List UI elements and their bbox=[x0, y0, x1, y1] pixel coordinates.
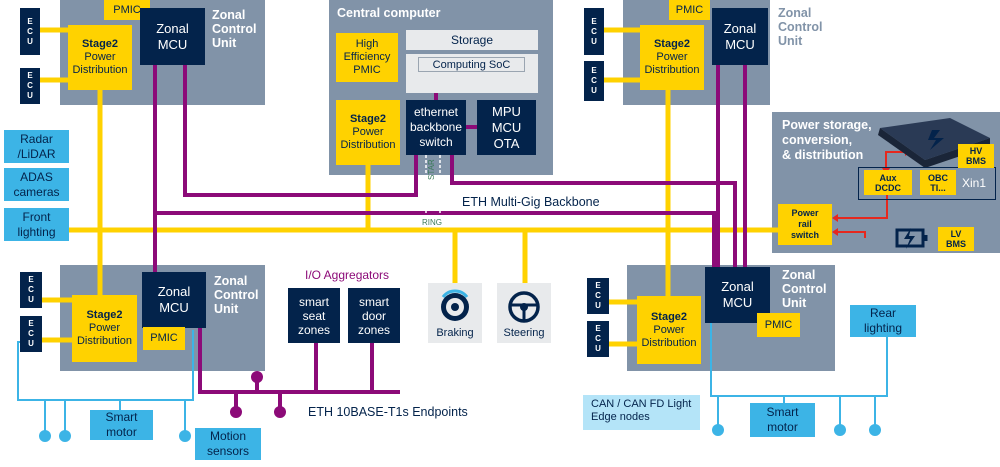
pmic-bottom-right: PMIC bbox=[757, 313, 800, 337]
adas-cameras: ADAS cameras bbox=[4, 168, 69, 201]
steering: Steering bbox=[497, 283, 551, 343]
stage2-sub: Power Distribution bbox=[340, 126, 396, 151]
ecu-letter: C bbox=[27, 81, 33, 90]
ecu-letter: E bbox=[27, 71, 33, 80]
stage2-sub: Power Distribution bbox=[72, 51, 128, 76]
ecu-letter: U bbox=[595, 301, 601, 310]
ecu-letter: U bbox=[28, 339, 34, 348]
ecu-letter: U bbox=[595, 344, 601, 353]
ecu-letter: U bbox=[591, 36, 597, 46]
brake-disc-icon bbox=[441, 289, 469, 321]
stage2-sub: Power Distribution bbox=[644, 51, 700, 76]
pmic-top-left: PMIC bbox=[104, 0, 150, 20]
ecu-letter: E bbox=[591, 16, 597, 26]
steering-label: Steering bbox=[503, 327, 545, 339]
computing-soc: Computing SoC bbox=[418, 57, 525, 72]
eth-endpoint-dots bbox=[230, 371, 286, 418]
smart-motor-right: Smart motor bbox=[750, 403, 815, 437]
zonal-mcu-top-right: Zonal MCU bbox=[712, 8, 768, 65]
ecu-letter: C bbox=[28, 285, 34, 294]
eth-backbone-label: ETH Multi-Gig Backbone bbox=[462, 195, 600, 209]
zcu-title-bottom-left: Zonal Control Unit bbox=[214, 274, 259, 316]
stage2-title: Stage2 bbox=[81, 38, 119, 50]
zcu-title-top-left: Zonal Control Unit bbox=[212, 8, 257, 50]
rear-lighting: Rear lighting bbox=[850, 305, 916, 337]
motion-sensors: Motion sensors bbox=[195, 428, 261, 460]
ecu-letter: E bbox=[591, 66, 597, 75]
xin1-group bbox=[858, 167, 996, 200]
ethernet-backbone-switch: ethernet backbone switch bbox=[406, 100, 466, 155]
can-node-dots bbox=[39, 424, 881, 442]
ring-label: RING bbox=[422, 218, 442, 227]
ecu-letter: C bbox=[591, 26, 597, 36]
power-rail-switch: Power rail switch bbox=[778, 204, 832, 245]
smart-door-zones: smart door zones bbox=[348, 288, 400, 343]
pmic-top-right: PMIC bbox=[669, 0, 710, 20]
smart-seat-zones: smart seat zones bbox=[288, 288, 340, 343]
ecu-letter: C bbox=[595, 291, 601, 300]
smart-motor-left: Smart motor bbox=[90, 410, 153, 440]
io-aggregators-title: I/O Aggregators bbox=[305, 268, 390, 282]
can-edge-nodes-label: CAN / CAN FD Light Edge nodes bbox=[583, 395, 700, 430]
ecu-letter: E bbox=[595, 324, 601, 333]
central-computer-title: Central computer bbox=[337, 6, 441, 20]
stage2-title: Stage2 bbox=[650, 310, 688, 323]
ecu-letter: E bbox=[28, 319, 34, 328]
hv-bms: HV BMS bbox=[958, 144, 994, 168]
ecu-letter: U bbox=[27, 91, 33, 100]
ecu-letter: C bbox=[591, 76, 597, 85]
ecu-letter: C bbox=[28, 329, 34, 338]
aux-dcdc: Aux DCDC bbox=[864, 170, 912, 195]
mpu-mcu-ota: MPU MCU OTA bbox=[477, 100, 536, 155]
eth-endpoints-label: ETH 10BASE-T1s Endpoints bbox=[308, 405, 468, 419]
stage2-sub: Power Distribution bbox=[641, 323, 697, 349]
power-storage-title: Power storage, conversion, & distributio… bbox=[782, 118, 872, 162]
lv-bms: LV BMS bbox=[938, 227, 974, 251]
radar-lidar: Radar /LiDAR bbox=[4, 130, 69, 163]
ecu-letter: E bbox=[595, 281, 601, 290]
high-efficiency-pmic: High Efficiency PMIC bbox=[336, 33, 398, 82]
ecu-letter: U bbox=[591, 86, 597, 95]
ecu-letter: E bbox=[28, 275, 34, 284]
front-lighting: Front lighting bbox=[4, 208, 69, 241]
storage: Storage bbox=[406, 30, 538, 50]
zonal-mcu-top-left: Zonal MCU bbox=[140, 8, 205, 65]
stage2-sub: Power Distribution bbox=[76, 322, 133, 347]
ecu-letter: U bbox=[27, 36, 33, 46]
zcu-title-top-right: Zonal Control Unit bbox=[778, 6, 823, 48]
obc: OBC TI... bbox=[920, 170, 956, 195]
braking: Braking bbox=[428, 283, 482, 343]
stage2-title: Stage2 bbox=[349, 113, 387, 125]
braking-label: Braking bbox=[436, 327, 474, 339]
pmic-bottom-left: PMIC bbox=[143, 327, 185, 350]
ecu-letter: U bbox=[28, 295, 34, 304]
stage2-title: Stage2 bbox=[86, 309, 123, 321]
zcu-title-bottom-right: Zonal Control Unit bbox=[782, 268, 827, 310]
xin1-label: Xin1 bbox=[962, 176, 987, 190]
ecu-letter: C bbox=[595, 334, 601, 343]
ecu-letter: E bbox=[27, 16, 33, 26]
zonal-mcu-bottom-left: Zonal MCU bbox=[142, 272, 206, 328]
star-label: STAR bbox=[427, 159, 436, 180]
steering-wheel-icon bbox=[508, 291, 540, 323]
ecu-letter: C bbox=[27, 26, 33, 36]
stage2-title: Stage2 bbox=[653, 38, 691, 50]
